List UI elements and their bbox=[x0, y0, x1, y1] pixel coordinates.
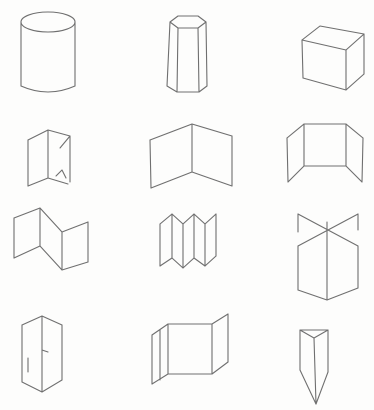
figure-hexagonal-prism bbox=[167, 16, 207, 92]
figure-cylinder bbox=[21, 12, 75, 92]
figure-triangular-prism bbox=[300, 330, 328, 404]
figure-x-cross-panels bbox=[298, 214, 358, 300]
figure-four-panel-zigzag bbox=[14, 208, 88, 270]
figure-small-zigzag-screen bbox=[28, 130, 70, 186]
figure-u-shaped-screen bbox=[152, 314, 228, 384]
figure-accordion-fold bbox=[160, 214, 216, 268]
figure-three-panel-screen bbox=[287, 124, 363, 182]
figure-interlocked-panels bbox=[22, 316, 62, 392]
figure-open-rectangular-box bbox=[302, 26, 364, 90]
figure-two-panel-screen bbox=[150, 124, 232, 188]
